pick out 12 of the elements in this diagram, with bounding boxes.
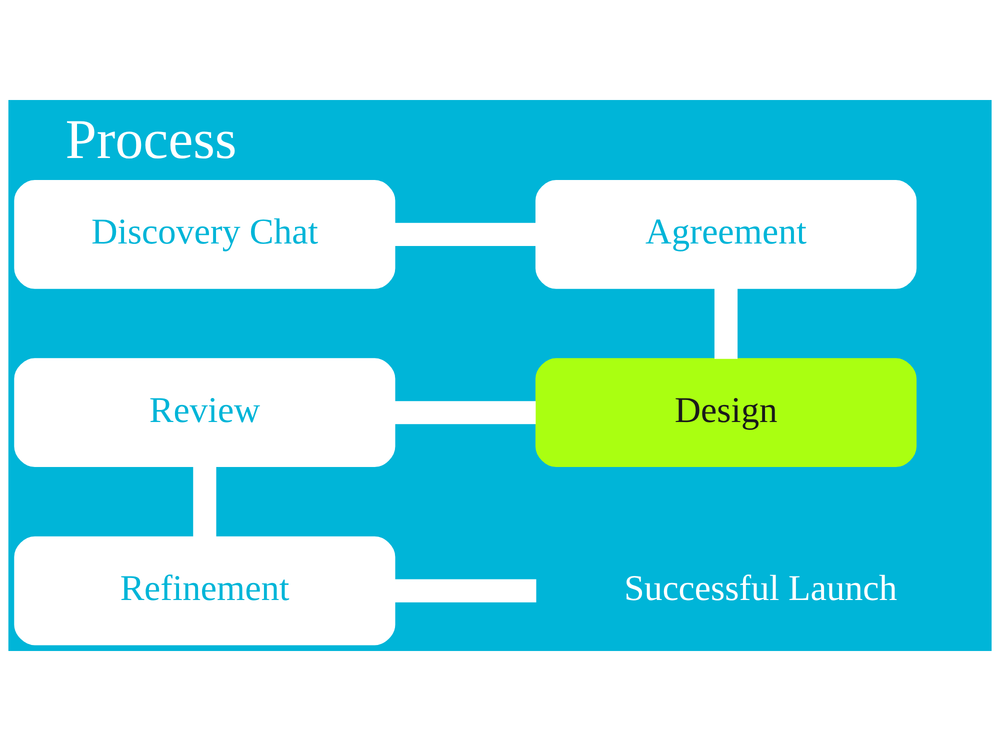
diagram-title: Process	[65, 108, 237, 171]
connector	[193, 466, 216, 537]
connector	[394, 578, 536, 602]
node-box: Refinement	[14, 536, 396, 645]
node-text: Successful Launch	[624, 568, 898, 608]
node-box: Agreement	[535, 180, 917, 288]
connector	[394, 400, 536, 424]
node-box: Review	[14, 358, 396, 467]
connector	[714, 288, 738, 358]
node-box: Discovery Chat	[14, 180, 396, 288]
node-box: Design	[535, 358, 917, 467]
connector	[394, 222, 536, 246]
